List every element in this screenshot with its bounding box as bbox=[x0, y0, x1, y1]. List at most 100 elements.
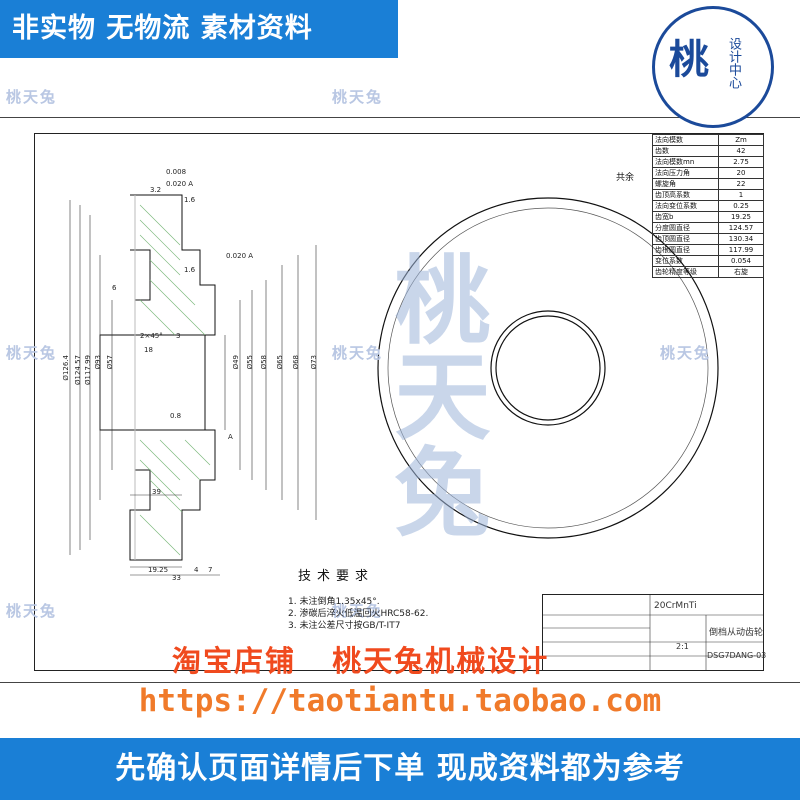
dimension-diameter: Ø65 bbox=[276, 355, 284, 370]
dimension-length: 33 bbox=[172, 574, 181, 582]
watermark-large: 桃天兔 bbox=[378, 250, 490, 538]
geometric-tolerance: 0.020 A bbox=[226, 252, 254, 260]
drawing-frame bbox=[0, 117, 800, 683]
dimension-diameter: Ø124.57 bbox=[74, 355, 82, 386]
surface-roughness: 1.6 bbox=[184, 266, 196, 274]
material-label: 20CrMnTi bbox=[654, 601, 697, 611]
dimension-diameter: Ø68 bbox=[292, 355, 300, 370]
surface-roughness: 3.2 bbox=[150, 186, 162, 194]
brand-logo: 桃 设计中心 bbox=[652, 6, 774, 128]
dimension-lines bbox=[69, 200, 317, 576]
part-name: 倒档从动齿轮 bbox=[709, 628, 764, 638]
dimension-length: 19.25 bbox=[148, 566, 169, 574]
dimension-length: 4 bbox=[194, 566, 199, 574]
param-value: 130.34 bbox=[718, 233, 764, 245]
drawing-code: DSG7DANG-03 bbox=[707, 651, 767, 660]
watermark-text: 桃天兔 bbox=[6, 602, 58, 620]
dimension-diameter: Ø93 bbox=[94, 355, 102, 370]
title-block bbox=[542, 594, 764, 671]
param-label: 法向变位系数 bbox=[652, 200, 719, 212]
param-value: 42 bbox=[718, 145, 764, 157]
param-value: 22 bbox=[718, 178, 764, 190]
logo-main-char: 桃 bbox=[669, 37, 709, 83]
param-label: 齿轮精度等级 bbox=[652, 266, 719, 278]
shop-url[interactable]: https://taotiantu.taobao.com bbox=[138, 683, 662, 719]
surface-roughness: 1.6 bbox=[184, 196, 196, 204]
bottom-banner: 先确认页面详情后下单 现成资料都为参考 bbox=[0, 738, 800, 800]
param-label: 齿数 bbox=[652, 145, 719, 157]
geometric-tolerance: 0.020 A bbox=[166, 180, 194, 188]
param-label: 螺旋角 bbox=[652, 178, 719, 190]
tech-requirements-title: 技术要求 bbox=[298, 569, 375, 584]
param-label: 变位系数 bbox=[652, 255, 719, 267]
watermark-text: 桃天兔 bbox=[6, 88, 58, 106]
param-label: 法向模数mn bbox=[652, 156, 719, 168]
drawing-scale: 2:1 bbox=[676, 642, 689, 651]
tech-requirement-item: 1. 未注倒角1.35x45°. bbox=[288, 597, 380, 607]
param-label: 齿顶高系数 bbox=[652, 189, 719, 201]
param-label: 分度圆直径 bbox=[652, 222, 719, 234]
param-value: Zm bbox=[718, 134, 764, 146]
param-value: 19.25 bbox=[718, 211, 764, 223]
param-value: 0.25 bbox=[718, 200, 764, 212]
param-label: 法向压力角 bbox=[652, 167, 719, 179]
dimension-label: 6 bbox=[112, 284, 117, 292]
dimension-length: 39 bbox=[152, 488, 161, 496]
dimension-diameter: Ø57 bbox=[106, 355, 114, 370]
dimension-diameter: Ø126.4 bbox=[62, 355, 70, 381]
param-value: 右旋 bbox=[718, 266, 764, 278]
param-value: 20 bbox=[718, 167, 764, 179]
dimension-diameter: Ø49 bbox=[232, 355, 240, 370]
dimension-diameter: Ø55 bbox=[246, 355, 254, 370]
geometric-tolerance: 0.008 bbox=[166, 168, 187, 176]
param-value: 124.57 bbox=[718, 222, 764, 234]
param-value: 2.75 bbox=[718, 156, 764, 168]
dimension-label: 3 bbox=[176, 332, 181, 340]
dimension-diameter: Ø73 bbox=[310, 355, 318, 370]
surface-roughness: 0.8 bbox=[170, 412, 182, 420]
dimension-diameter: Ø117.99 bbox=[84, 355, 92, 386]
front-view bbox=[377, 197, 719, 539]
dimension-diameter: Ø58 bbox=[260, 355, 268, 370]
dimension-label: 18 bbox=[144, 346, 153, 354]
tech-requirement-item: 2. 渗碳后淬火低温回火HRC58-62. bbox=[288, 609, 429, 619]
param-value: 117.99 bbox=[718, 244, 764, 256]
watermark-text: 桃天兔 bbox=[332, 88, 384, 106]
title-block-grid bbox=[542, 594, 764, 671]
param-value: 1 bbox=[718, 189, 764, 201]
datum-label: A bbox=[228, 433, 233, 441]
section-hatching bbox=[139, 204, 211, 556]
tech-requirement-item: 3. 未注公差尺寸按GB/T-IT7 bbox=[288, 621, 401, 631]
param-label: 法向模数 bbox=[652, 134, 719, 146]
watermark-text: 桃天兔 bbox=[660, 344, 712, 362]
param-label: 齿根圆直径 bbox=[652, 244, 719, 256]
param-label: 齿顶圆直径 bbox=[652, 233, 719, 245]
param-row: 齿轮精度等级右旋 bbox=[652, 266, 764, 278]
dimension-length: 7 bbox=[208, 566, 213, 574]
top-banner: 非实物 无物流 素材资料 bbox=[0, 0, 398, 58]
drawing-border bbox=[34, 133, 764, 671]
logo-sub-text: 设计中心 bbox=[726, 37, 741, 89]
watermark-text: 桃天兔 bbox=[332, 602, 384, 620]
quantity-label: 共余 bbox=[616, 173, 635, 183]
shop-name: 淘宝店铺 桃天兔机械设计 bbox=[172, 644, 550, 678]
section-view bbox=[99, 194, 216, 561]
dimension-label: 2×45° bbox=[140, 332, 163, 340]
watermark-text: 桃天兔 bbox=[6, 344, 58, 362]
watermark-text: 桃天兔 bbox=[332, 344, 384, 362]
param-label: 齿宽b bbox=[652, 211, 719, 223]
